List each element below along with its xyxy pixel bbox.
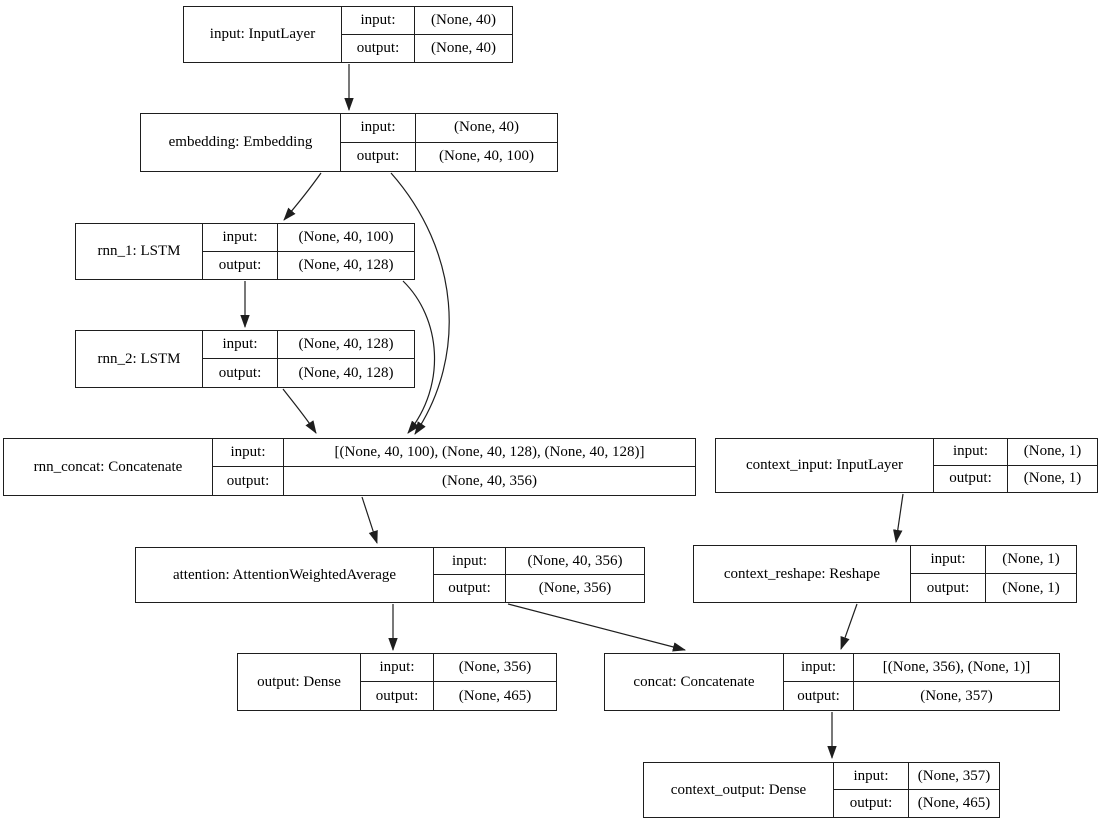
io-input-label: input: [341,114,416,143]
output-shape-value: (None, 40, 128) [298,364,394,381]
layer-node-rnn_concat: rnn_concat: Concatenate input: [(None, 4… [3,438,696,496]
layer-label: attention: AttentionWeightedAverage [136,548,434,602]
layer-node-context_output: context_output: Dense input: (None, 357)… [643,762,1000,818]
layer-node-rnn_2: rnn_2: LSTM input: (None, 40, 128) outpu… [75,330,415,388]
io-input-label: input: [213,439,284,467]
io-output-label: output: [434,575,506,602]
output-shape-value: (None, 40) [431,39,496,56]
output-shape-value: (None, 465) [917,795,991,811]
io-output-label: output: [203,359,278,387]
layer-node-rnn_1: rnn_1: LSTM input: (None, 40, 100) outpu… [75,223,415,280]
input-shape-value: (None, 40, 356) [506,548,644,575]
input-shape-value: (None, 40, 128) [278,331,414,359]
layer-label: embedding: Embedding [141,114,341,171]
layer-node-embedding: embedding: Embedding input: (None, 40) o… [140,113,558,172]
io-input-label: input: [361,654,434,682]
layer-label: rnn_2: LSTM [76,331,203,387]
layer-node-input: input: InputLayer input: (None, 40) outp… [183,6,513,63]
io-input-label: input: [784,654,854,682]
layer-node-attention: attention: AttentionWeightedAverage inpu… [135,547,645,603]
layer-label: concat: Concatenate [605,654,784,710]
input-shape-value: (None, 1) [986,546,1076,574]
io-input-label: input: [342,7,415,35]
output-shape-value: (None, 1) [1023,470,1082,487]
input-shape-value: [(None, 40, 100), (None, 40, 128), (None… [284,439,695,467]
output-shape-value: (None, 40, 128) [298,256,394,273]
input-shape-value: (None, 40, 100) [278,224,414,252]
io-output-label: output: [203,251,278,279]
edge-context_input-context_reshape [893,493,904,544]
layer-label: context_input: InputLayer [716,439,934,492]
output-shape-value: (None, 465) [458,687,532,704]
io-input-label: input: [434,548,506,575]
io-input-label: input: [203,331,278,359]
output-shape-value: (None, 357) [920,687,993,704]
layer-node-context_reshape: context_reshape: Reshape input: (None, 1… [693,545,1077,603]
output-shape-value: (None, 40, 356) [442,472,537,489]
io-input-label: input: [934,439,1008,466]
output-shape-value: (None, 40, 100) [439,148,534,165]
edge-attention-concat [507,603,687,652]
layer-node-output: output: Dense input: (None, 356) output:… [237,653,557,711]
input-shape-value: (None, 357) [909,763,999,790]
io-output-label: output: [934,465,1008,492]
input-shape-value: (None, 1) [1008,439,1097,466]
io-output-label: output: [341,142,416,171]
layer-node-context_input: context_input: InputLayer input: (None, … [715,438,1098,493]
layer-label: rnn_concat: Concatenate [4,439,213,495]
io-output-label: output: [361,682,434,710]
layer-label: context_output: Dense [644,763,834,817]
io-output-label: output: [834,790,909,817]
io-output-label: output: [342,34,415,62]
edge-rnn_concat-attention [361,496,378,545]
output-shape-value: (None, 356) [538,580,612,596]
edge-context_reshape-concat [840,603,858,650]
layer-label: context_reshape: Reshape [694,546,911,602]
edge-rnn_1-rnn_concat [402,280,435,434]
io-input-label: input: [911,546,986,574]
layer-label: rnn_1: LSTM [76,224,203,279]
layer-label: output: Dense [238,654,361,710]
io-input-label: input: [203,224,278,252]
input-shape-value: (None, 40) [415,7,512,35]
io-output-label: output: [911,574,986,602]
layer-node-concat: concat: Concatenate input: [(None, 356),… [604,653,1060,711]
input-shape-value: (None, 356) [434,654,556,682]
output-shape-value: (None, 1) [1002,579,1060,596]
input-shape-value: [(None, 356), (None, 1)] [854,654,1059,682]
layer-label: input: InputLayer [184,7,342,62]
io-output-label: output: [784,682,854,710]
edge-rnn_2-rnn_concat [282,388,317,434]
io-input-label: input: [834,763,909,790]
input-shape-value: (None, 40) [416,114,557,143]
edge-embedding-rnn_1 [283,172,322,221]
io-output-label: output: [213,467,284,495]
edge-embedding-rnn_concat [390,172,450,435]
